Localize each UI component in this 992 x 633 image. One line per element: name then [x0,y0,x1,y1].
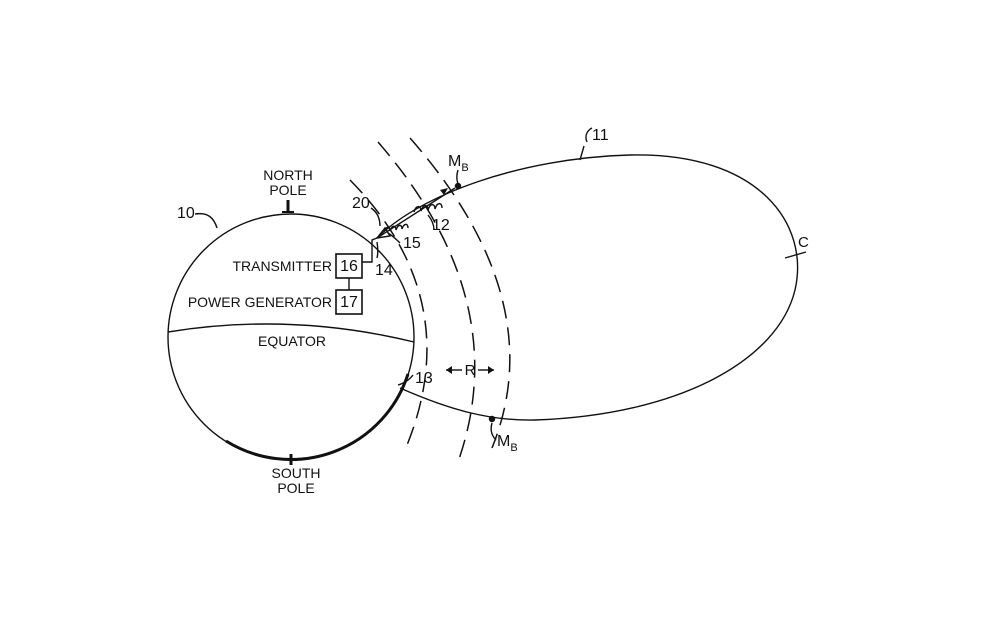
north-pole-label-line1: NORTH [263,167,313,183]
ref-20: 20 [352,195,370,212]
leader-20 [370,207,381,227]
leader-13 [397,374,414,386]
ref-r: R [465,362,476,379]
magnetic-field-line [376,154,799,421]
ref-10: 10 [177,205,195,222]
ref-14: 14 [375,262,393,279]
r-dimension [446,366,494,374]
mb-top-sub: B [461,162,468,174]
c-tick [784,251,807,259]
antenna-coil-large [413,202,443,213]
mb-bottom-label: MB [497,433,518,454]
power-generator-label: POWER GENERATOR [188,294,332,310]
earth-sphere [167,200,415,465]
r-arrow-right-head [488,366,494,374]
north-pole-label-line2: POLE [269,182,306,198]
leader-10 [194,212,218,229]
mb-bottom-dot [488,415,496,423]
antenna-assembly [362,187,456,263]
leader-11 [585,127,593,143]
feed-line [362,237,378,263]
south-pole-label-line2: POLE [277,480,314,496]
leader-mb-top [456,169,459,185]
ref-12: 12 [432,217,450,234]
boundary-arc-inner [349,179,428,451]
leader-15 [387,232,401,244]
transmitter-label: TRANSMITTER [232,258,332,274]
ref-15: 15 [403,235,421,252]
ref-11: 11 [592,127,609,144]
transmitter-ref: 16 [340,258,358,275]
leader-mb-bottom [490,422,497,441]
leader-14 [376,241,379,259]
mb-bottom-main: M [497,433,510,450]
boundary-arc-middle [377,141,476,463]
mb-top-main: M [448,153,461,170]
field-line-11-tick [579,145,585,161]
antenna-arrow [440,188,448,195]
equator-line [167,323,415,343]
equator-label: EQUATOR [258,333,326,349]
ref-13: 13 [415,370,433,387]
boundary-arc-outer [409,137,511,449]
r-arrow-left-head [446,366,452,374]
mb-bottom-sub: B [510,442,517,454]
earth-shadow-arc [225,373,410,461]
leader-12 [427,214,435,231]
power-generator-ref: 17 [340,294,358,311]
mb-top-label: MB [448,153,469,174]
power-generator-box [335,289,363,315]
mb-top-dot [454,182,462,190]
south-pole-label-line1: SOUTH [272,465,321,481]
ref-c: C [798,234,809,251]
antenna-coil-small [383,223,409,233]
antenna-tip [375,226,392,239]
